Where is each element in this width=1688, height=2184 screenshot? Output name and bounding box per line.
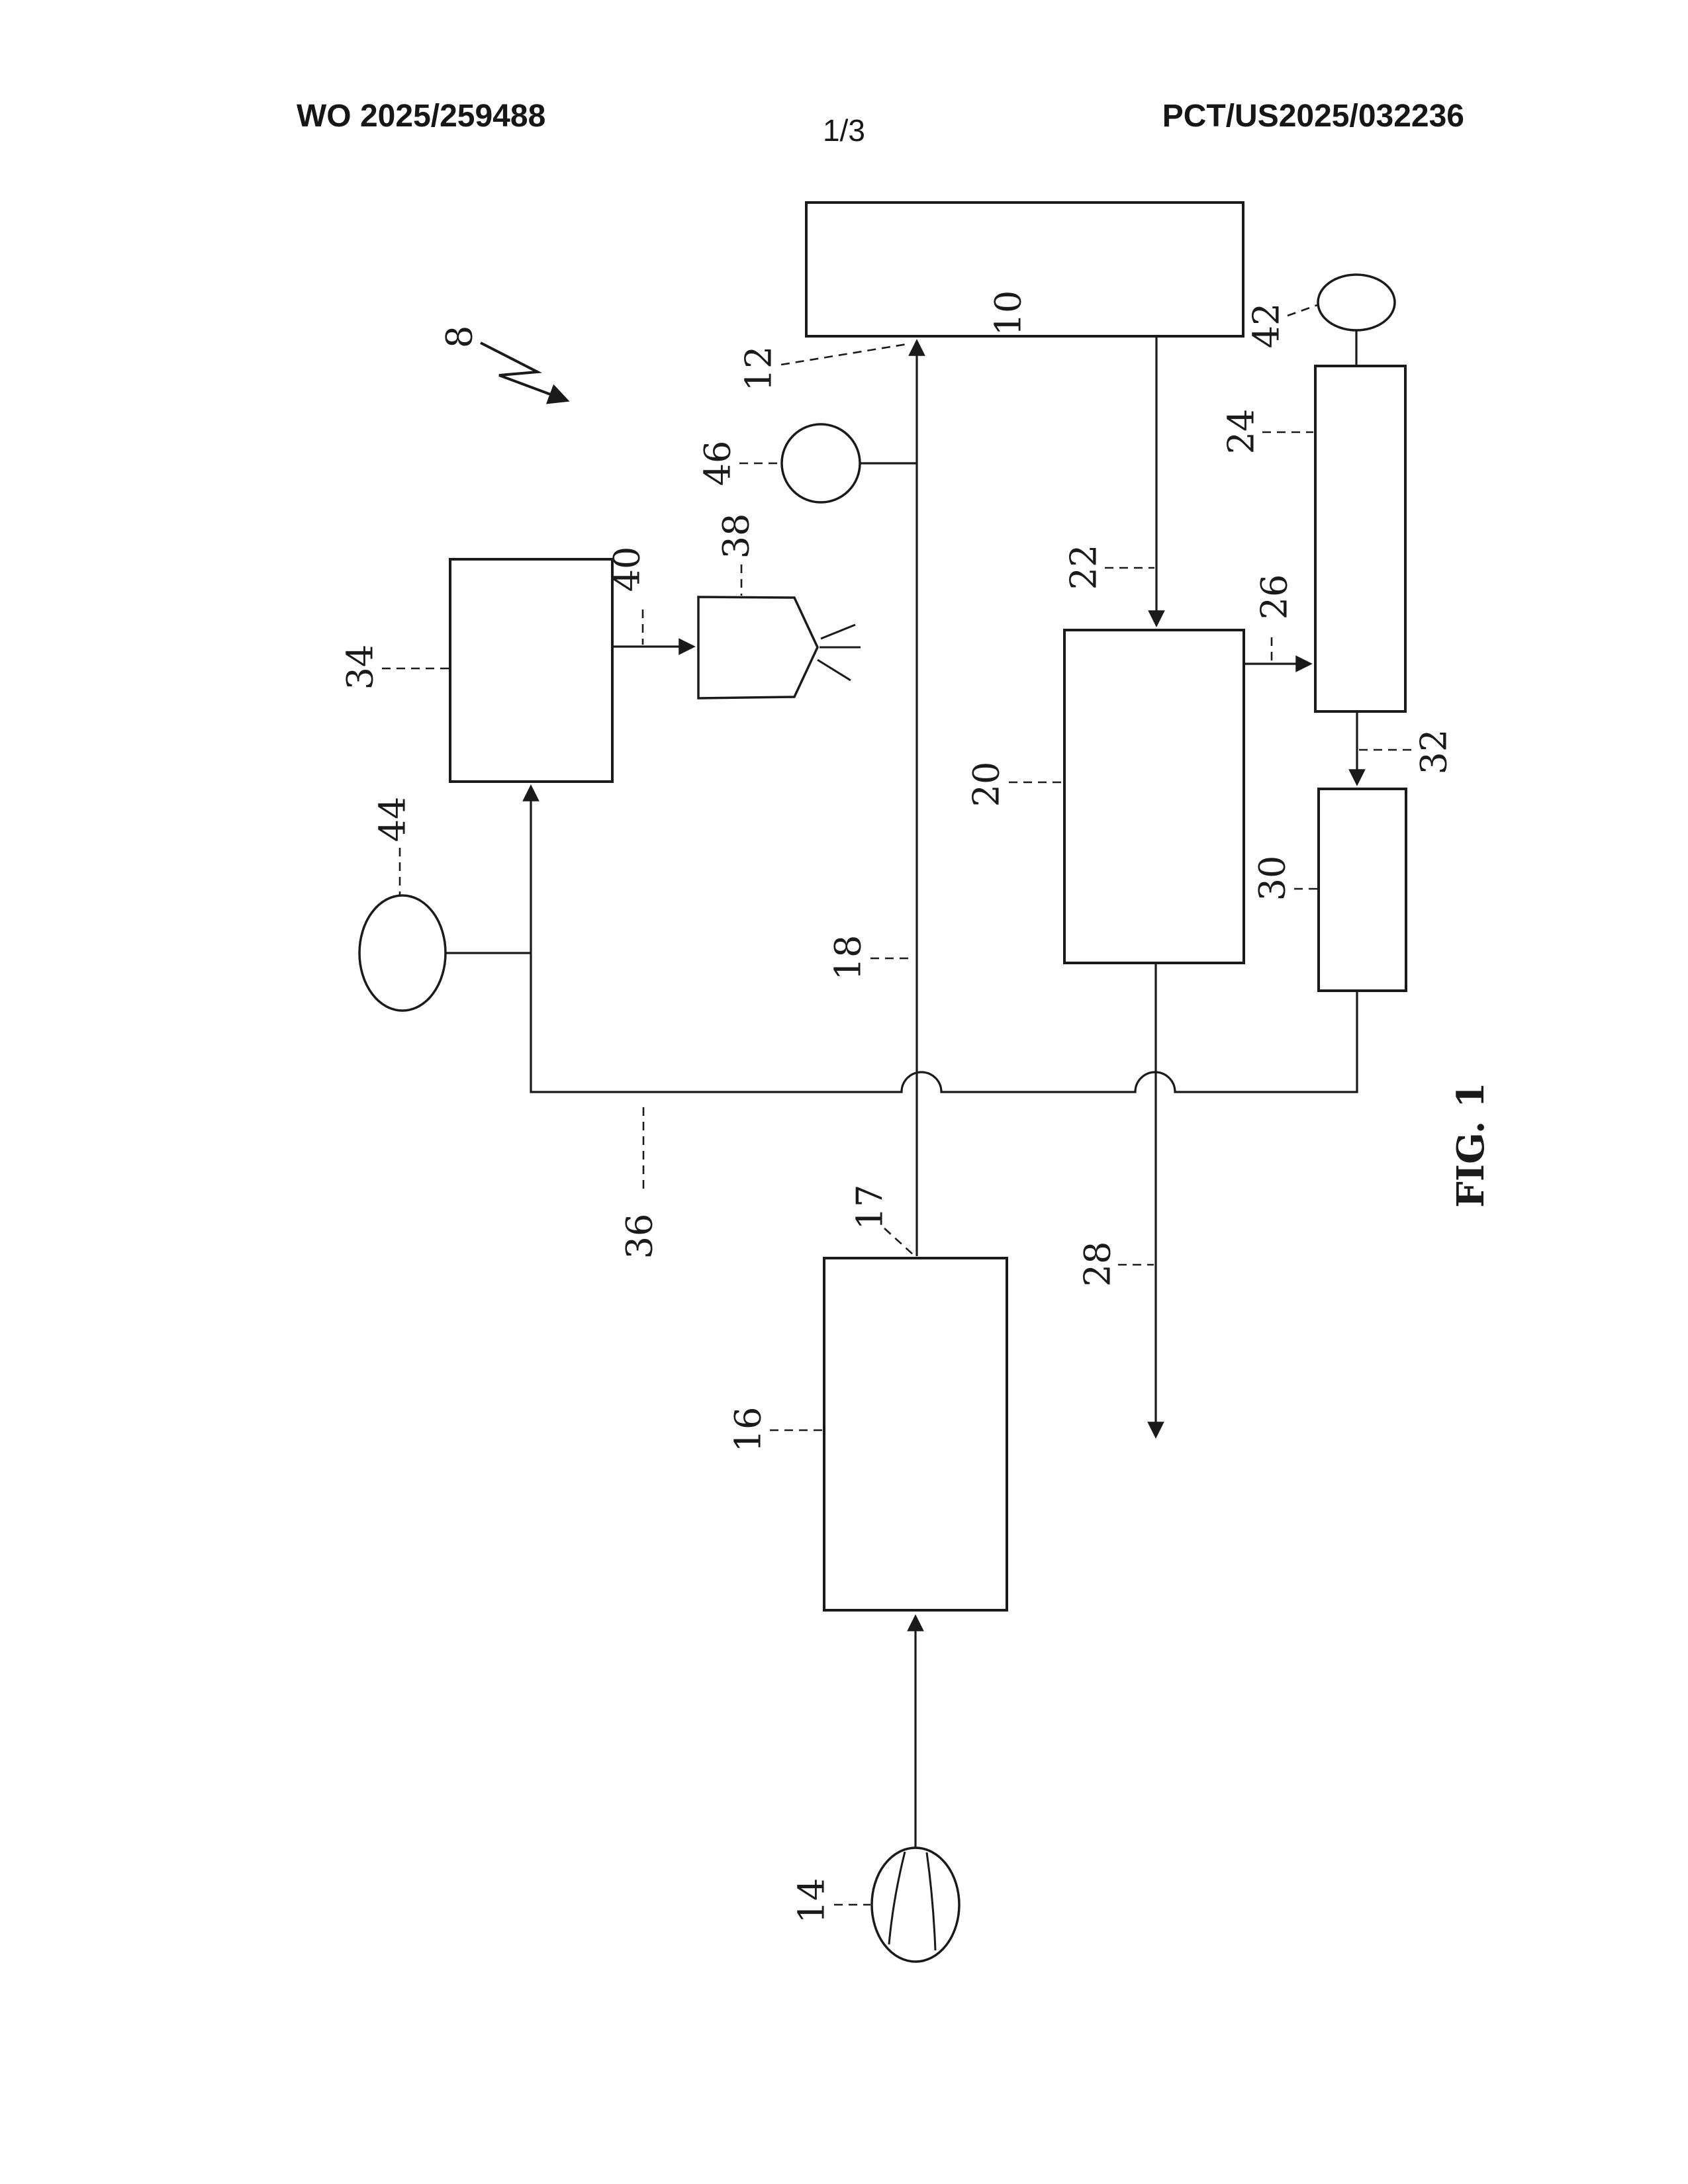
leader-12 <box>780 343 908 366</box>
box-20 <box>1063 629 1245 964</box>
ref-46: 46 <box>697 441 739 486</box>
box-10 <box>805 201 1244 338</box>
ref-12: 12 <box>738 346 780 392</box>
fan-14-symbol <box>870 1846 961 1963</box>
ref-38: 38 <box>716 514 757 559</box>
ref-16: 16 <box>727 1407 769 1453</box>
ref-18: 18 <box>827 935 869 981</box>
leader-17 <box>884 1228 915 1257</box>
ref-40: 40 <box>606 547 648 592</box>
ref-36: 36 <box>619 1214 661 1259</box>
ref-26: 26 <box>1254 574 1295 620</box>
ref-22: 22 <box>1063 545 1105 590</box>
circle-42 <box>1317 273 1396 332</box>
reference-numerals: 8 10 12 14 16 17 18 20 22 24 26 28 30 32… <box>340 291 1455 1924</box>
circle-44 <box>358 894 447 1012</box>
box-34 <box>449 558 614 783</box>
figure-caption: FIG. 1 <box>1449 1082 1493 1208</box>
fan-blade-right <box>925 1852 937 1951</box>
publication-number: WO 2025/259488 <box>297 99 545 134</box>
ref-28: 28 <box>1077 1242 1119 1287</box>
ref-8: 8 <box>439 326 481 348</box>
leader-42 <box>1287 304 1318 317</box>
ref-17: 17 <box>849 1185 891 1230</box>
ref-20: 20 <box>966 762 1008 807</box>
box-24 <box>1314 365 1407 713</box>
spray-line-lower <box>817 659 851 682</box>
ref-24: 24 <box>1221 409 1262 455</box>
ref-30: 30 <box>1252 856 1293 901</box>
ref-42: 42 <box>1246 303 1288 349</box>
box-16 <box>823 1257 1008 1612</box>
fan-blade-left <box>888 1851 906 1945</box>
ref-44: 44 <box>372 797 414 842</box>
circle-46 <box>780 423 861 504</box>
squiggle-arrow-8 <box>480 341 570 404</box>
ref-14: 14 <box>791 1878 833 1924</box>
spray-line-upper <box>820 623 856 640</box>
ref-32: 32 <box>1413 729 1455 775</box>
box-30 <box>1317 788 1407 992</box>
sheet-number: 1/3 <box>823 113 865 148</box>
nozzle-38 <box>697 596 819 700</box>
ref-34: 34 <box>340 645 381 690</box>
application-number: PCT/US2025/032236 <box>1162 99 1464 134</box>
ref-10: 10 <box>988 291 1029 336</box>
line-36-return <box>522 784 1358 1093</box>
